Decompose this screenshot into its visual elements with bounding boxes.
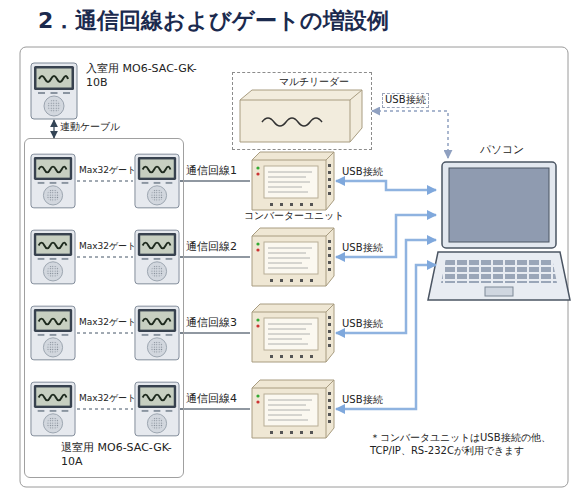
gate-count: Max32ゲート <box>79 317 136 328</box>
node-text: コンバーターユニット <box>244 210 354 223</box>
gate-count: Max32ゲート <box>79 241 136 252</box>
note: ＊コンバータユニットはUSB接続の他、 TCP/IP、RS-232Cが利用できま… <box>370 432 568 457</box>
multi-reader: マルチリーダー <box>232 72 372 150</box>
node-text: 通信回線2 <box>186 240 248 254</box>
gate-chain-lines <box>77 181 133 409</box>
laptop-icon <box>428 162 570 300</box>
connector <box>336 265 436 409</box>
entry-reader: 入室用 MO6-SAC-GK-10B <box>30 62 78 120</box>
connector-label: USB接続 <box>382 93 429 108</box>
gate-count: Max32ゲート <box>79 393 136 404</box>
converter-unit: 通信回線2 <box>250 226 336 288</box>
connector-label: USB接続 <box>342 242 383 255</box>
converter-unit: 通信回線3 <box>250 302 336 364</box>
converter-icons <box>252 152 334 438</box>
connector <box>336 215 436 257</box>
converter-unit: 通信回線1コンバーターユニット <box>250 150 336 212</box>
node-text: 通信回線4 <box>186 392 248 406</box>
entry-reader-icon <box>31 63 77 119</box>
node-text: 入室用 MO6-SAC-GK-10B <box>86 62 198 90</box>
node-text: パソコン <box>480 143 550 157</box>
connector <box>336 240 436 333</box>
connector-label: USB接続 <box>342 166 383 179</box>
exit-reader-icons <box>31 154 179 436</box>
title: 2．通信回線およびゲートの増設例 <box>38 7 389 35</box>
connector <box>336 181 436 190</box>
connector <box>184 408 250 409</box>
multi-reader-icon <box>240 90 362 142</box>
connector-label: USB接続 <box>342 394 383 407</box>
connector-label: USB接続 <box>342 318 383 331</box>
gate-count: Max32ゲート <box>79 165 136 176</box>
connector <box>184 180 250 181</box>
connector <box>184 332 250 333</box>
connector <box>372 111 448 158</box>
exit-reader-group: 退室用 MO6-SAC-GK-10A <box>24 138 184 478</box>
converter-unit: 通信回線4 <box>250 378 336 440</box>
node-text: 通信回線3 <box>186 316 248 330</box>
pc: パソコン <box>436 158 570 303</box>
outer-frame <box>20 47 568 487</box>
connector <box>53 120 54 138</box>
node-text: 退室用 MO6-SAC-GK-10A <box>61 441 173 469</box>
connector-label: 連動ケーブル <box>60 121 120 134</box>
node-text: マルチリーダー <box>279 76 371 89</box>
node-text: 通信回線1 <box>186 164 248 178</box>
connector <box>184 256 250 257</box>
